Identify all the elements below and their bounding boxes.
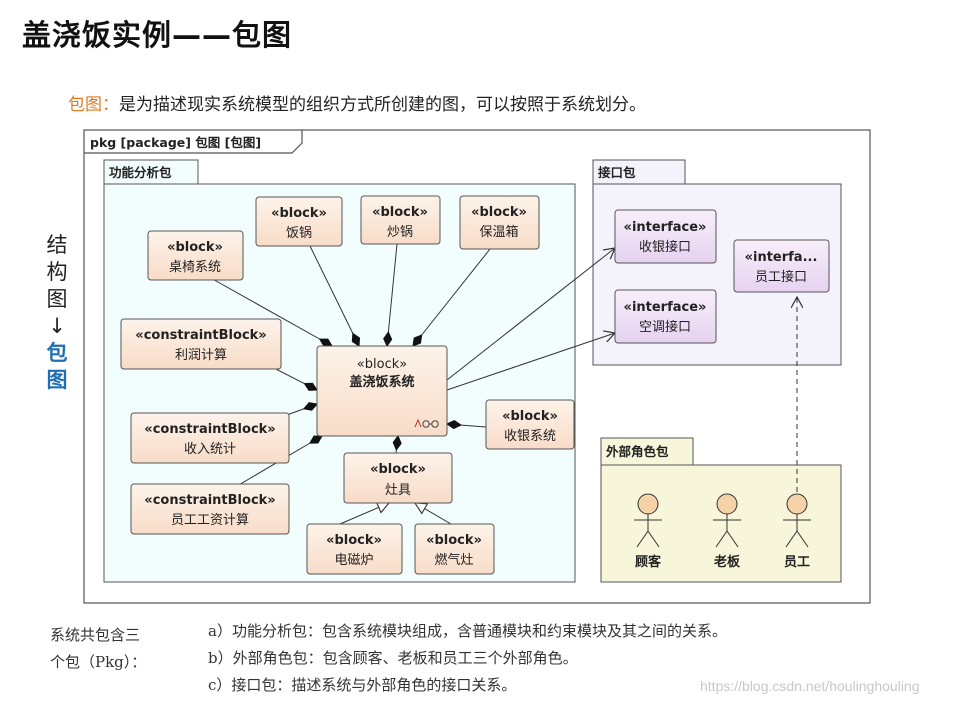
block-stereotype: «block» <box>271 206 327 221</box>
block-stereotype: «constraintBlock» <box>144 422 275 437</box>
interface-shouyin[interactable]: «interface» 收银接口 <box>614 209 717 264</box>
definition-term: 包图： <box>68 95 119 115</box>
notes-summary-line: 个包（Pkg）： <box>50 653 147 671</box>
package-func-label: 功能分析包 <box>109 165 172 180</box>
side-arrow: ↓ <box>48 314 66 338</box>
block-fanguo[interactable]: «block» 饭锅 <box>255 196 343 247</box>
block-name: 饭锅 <box>286 225 312 241</box>
package-actors-label: 外部角色包 <box>605 444 669 459</box>
interface-name: 空调接口 <box>639 319 691 335</box>
block-gongzi[interactable]: «constraintBlock» 员工工资计算 <box>130 483 290 535</box>
block-stereotype: «block» <box>471 205 527 220</box>
block-shouru[interactable]: «constraintBlock» 收入统计 <box>130 412 290 464</box>
block-ranqizao[interactable]: «block» 燃气灶 <box>414 523 495 575</box>
block-stereotype: «block» <box>167 240 223 255</box>
actor-name: 员工 <box>784 555 810 570</box>
block-stereotype: «block» <box>372 205 428 220</box>
interface-kongtiao[interactable]: «interface» 空调接口 <box>614 289 717 344</box>
block-stereotype: «block» <box>426 533 482 548</box>
notes-item: c）接口包：描述系统与外部角色的接口关系。 <box>208 676 517 694</box>
notes-summary-line: 系统共包含三 <box>50 626 141 644</box>
block-stereotype: «constraintBlock» <box>144 493 275 508</box>
interface-stereotype: «interface» <box>624 300 707 315</box>
block-stereotype: «block» <box>357 357 407 372</box>
definition-text: 是为描述现实系统模型的组织方式所创建的图，可以按照于系统划分。 <box>119 95 646 115</box>
notes-item: b）外部角色包：包含顾客、老板和员工三个外部角色。 <box>208 649 578 667</box>
notes-item: a）功能分析包：包含系统模块组成，含普通模块和约束模块及其之间的关系。 <box>208 622 727 640</box>
actor-laoban[interactable]: 老板 <box>713 493 741 570</box>
notes-summary: 系统共包含三 个包（Pkg）： <box>50 622 146 676</box>
block-main-system[interactable]: «block» 盖浇饭系统 <box>316 345 448 437</box>
block-name: 盖浇饭系统 <box>349 374 414 390</box>
block-name: 电磁炉 <box>334 553 373 568</box>
block-stereotype: «block» <box>326 533 382 548</box>
block-name: 保温箱 <box>479 224 518 240</box>
side-char: 构 <box>46 260 68 284</box>
link-icon <box>414 418 439 428</box>
side-char: 图 <box>46 368 68 392</box>
watermark: https://blog.csdn.net/houlinghouling <box>700 678 920 694</box>
interface-name: 收银接口 <box>639 239 691 255</box>
actor-name: 老板 <box>713 554 741 570</box>
actor-yuangong[interactable]: 员工 <box>783 493 811 570</box>
actor-guke[interactable]: 顾客 <box>634 493 662 570</box>
block-chaoguo[interactable]: «block» 炒锅 <box>360 195 441 245</box>
block-name: 利润计算 <box>175 348 227 363</box>
block-zaoju[interactable]: «block» 灶具 <box>343 452 453 504</box>
frame-label: pkg [package] 包图 [包图] <box>90 135 261 150</box>
side-char: 结 <box>46 233 68 257</box>
page-title: 盖浇饭实例——包图 <box>22 18 293 52</box>
block-name: 桌椅系统 <box>169 260 221 275</box>
block-name: 灶具 <box>385 483 411 498</box>
block-name: 炒锅 <box>387 224 413 240</box>
block-baowenxiang[interactable]: «block» 保温箱 <box>459 195 540 250</box>
actor-name: 顾客 <box>635 554 662 570</box>
block-name: 员工工资计算 <box>171 513 249 528</box>
interface-yuangong[interactable]: «interfa... 员工接口 <box>733 239 830 293</box>
block-name: 收入统计 <box>184 442 236 457</box>
block-stereotype: «block» <box>502 409 558 424</box>
side-label: 结 构 图 ↓ 包 图 <box>44 232 70 394</box>
block-name: 收银系统 <box>504 429 556 444</box>
package-iface-label: 接口包 <box>598 165 636 180</box>
package-actors[interactable]: 外部角色包 <box>600 437 842 583</box>
block-name: 燃气灶 <box>434 552 473 568</box>
block-zhuoyi[interactable]: «block» 桌椅系统 <box>147 230 244 281</box>
interface-name: 员工接口 <box>755 269 807 285</box>
notes-list: a）功能分析包：包含系统模块组成，含普通模块和约束模块及其之间的关系。 b）外部… <box>208 618 727 699</box>
definition: 包图：是为描述现实系统模型的组织方式所创建的图，可以按照于系统划分。 <box>68 90 646 115</box>
block-stereotype: «block» <box>370 462 426 477</box>
interface-stereotype: «interface» <box>624 220 707 235</box>
block-diancilu[interactable]: «block» 电磁炉 <box>306 523 403 575</box>
block-stereotype: «constraintBlock» <box>135 328 266 343</box>
block-shouyin[interactable]: «block» 收银系统 <box>485 399 575 450</box>
side-char: 图 <box>46 287 68 311</box>
side-char: 包 <box>46 341 68 365</box>
interface-stereotype: «interfa... <box>745 250 818 265</box>
block-lirun[interactable]: «constraintBlock» 利润计算 <box>120 318 282 370</box>
